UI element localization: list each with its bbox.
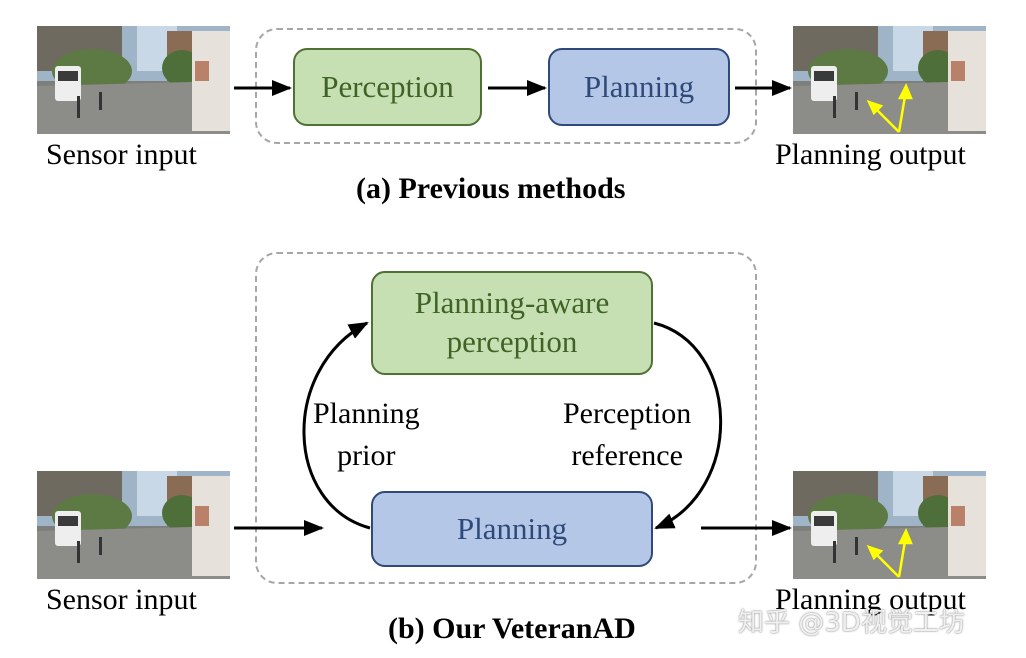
street-scene-image [793,471,986,579]
perception-reference-label: Perception reference [563,393,691,477]
trajectory-arrows-icon [866,82,913,133]
perception-box-b-line2: perception [446,324,578,359]
planning-box-b: Planning [371,491,653,567]
sensor-input-image-b [37,471,230,579]
sensor-input-image-a [37,26,230,134]
method-container-a [255,28,757,144]
street-scene-image [37,471,230,579]
street-scene-image [793,26,986,134]
perception-box-a: Perception [293,48,482,126]
planning-box-b-text: Planning [456,510,568,546]
planning-output-label-b: Planning output [775,583,966,616]
sensor-input-label-b: Sensor input [46,583,197,616]
caption-b: (b) Our VeteranAD [388,612,636,645]
planning-output-image-a [793,26,986,134]
caption-a: (a) Previous methods [356,172,626,205]
planning-box-a: Planning [548,48,730,126]
planning-prior-line2: prior [337,439,396,472]
perception-reference-line1: Perception [563,397,692,430]
perception-reference-line2: reference [571,439,683,472]
perception-box-b-line1: Planning-aware [414,285,610,321]
planning-output-label-a: Planning output [775,138,966,171]
method-container-b [255,252,757,584]
planning-output-image-b [793,471,986,579]
planning-prior-line1: Planning [313,397,420,430]
planning-box-a-text: Planning [583,68,695,104]
watermark: 知乎 @3D视觉工坊 [738,608,965,638]
planning-aware-perception-box: Planning-aware perception [371,271,653,375]
sensor-input-label-a: Sensor input [46,138,197,171]
trajectory-arrows-icon [866,527,913,578]
planning-prior-label: Planning prior [313,393,420,477]
perception-box-a-text: Perception [321,68,454,104]
street-scene-image [37,26,230,134]
